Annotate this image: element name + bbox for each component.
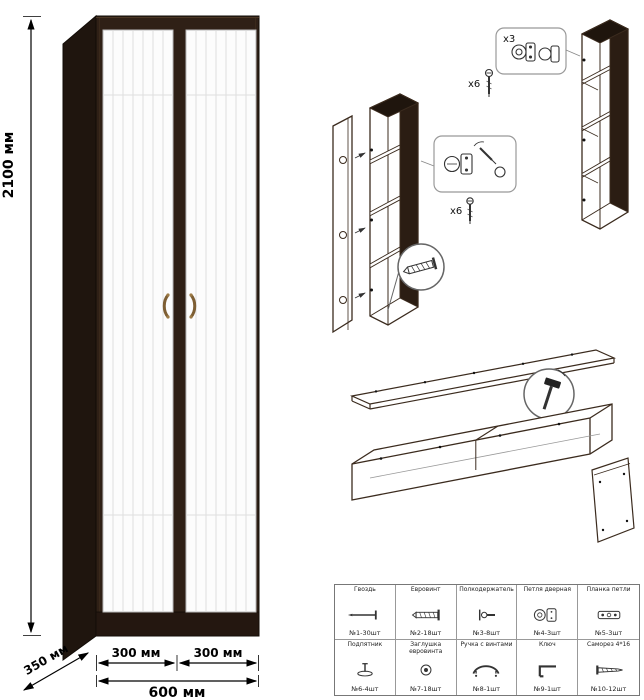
parts-cell-nail: Гвоздь №1-30шт bbox=[335, 585, 396, 640]
wardrobe-side-panel bbox=[62, 14, 97, 661]
part-name: Евровинт bbox=[410, 586, 441, 593]
key-icon bbox=[539, 665, 557, 678]
part-qty: №9-1шт bbox=[533, 685, 561, 693]
diagram-door-exploded bbox=[332, 114, 366, 334]
diagram-hinge-callout bbox=[495, 27, 581, 75]
hinge-icon bbox=[511, 42, 560, 63]
diagram-hinge-mount-callout bbox=[420, 135, 517, 193]
screw-icon bbox=[466, 197, 474, 224]
hinge-icon bbox=[534, 607, 557, 622]
dim-width-right-label: 300 мм bbox=[194, 646, 243, 660]
screw-qty-top-label: x6 bbox=[468, 79, 480, 90]
parts-cell-hinge: Петля дверная №4-3шт bbox=[517, 585, 579, 640]
door-handle-right bbox=[189, 293, 197, 319]
parts-table: Гвоздь №1-30шт Евровинт №2-18шт Полкодер… bbox=[334, 584, 640, 696]
dimension-annotations bbox=[22, 16, 259, 691]
euroscrew-icon bbox=[402, 257, 438, 275]
parts-cell-euroscrew: Евровинт №2-18шт bbox=[395, 585, 457, 640]
handle-icon bbox=[473, 665, 500, 677]
diagram-side-piece bbox=[591, 457, 635, 543]
part-name: Планка петли bbox=[586, 586, 631, 593]
screw-icon bbox=[595, 665, 623, 675]
part-name: Ручка с винтами bbox=[460, 641, 513, 648]
diagram-hammer-magnifier bbox=[523, 368, 575, 420]
nail-icon bbox=[347, 610, 377, 619]
hinge-icon bbox=[443, 141, 506, 178]
part-qty: №8-1шт bbox=[472, 685, 501, 693]
parts-cell-cap: Заглушка евровинта №7-18шт bbox=[396, 640, 457, 695]
part-qty: №3-8шт bbox=[472, 629, 501, 637]
cap-icon bbox=[420, 664, 432, 676]
diagram-confirmat-magnifier bbox=[387, 243, 445, 311]
euroscrew-icon bbox=[411, 609, 440, 620]
wardrobe-right-door bbox=[185, 29, 257, 613]
part-qty: №2-18шт bbox=[410, 629, 442, 637]
part-name: Петля дверная bbox=[523, 586, 572, 593]
part-name: Заглушка евровинта bbox=[409, 641, 443, 655]
part-name: Саморез 4*16 bbox=[587, 641, 631, 648]
part-qty: №4-3шт bbox=[533, 629, 561, 637]
wardrobe-left-door bbox=[102, 29, 174, 613]
diagram-back-panel bbox=[349, 349, 617, 410]
dim-width-total-label: 600 мм bbox=[149, 685, 206, 700]
part-name: Полкодержатель bbox=[459, 586, 514, 593]
hammer-icon bbox=[542, 377, 561, 410]
dim-width-left-label: 300 мм bbox=[112, 646, 161, 660]
foot-glide-icon bbox=[357, 663, 373, 677]
parts-cell-foot: Подпятник №6-4шт bbox=[335, 640, 396, 695]
parts-cell-screw: Саморез 4*16 №10-12шт bbox=[578, 640, 639, 695]
wardrobe-plinth bbox=[95, 611, 260, 637]
hinge-plate-icon bbox=[597, 610, 620, 619]
part-name: Гвоздь bbox=[354, 586, 376, 593]
diagram-base-trough bbox=[351, 403, 613, 501]
parts-cell-handle: Ручка с винтами №8-1шт bbox=[457, 640, 518, 695]
part-name: Ключ bbox=[538, 641, 556, 648]
part-qty: №1-30шт bbox=[349, 629, 381, 637]
wardrobe-illustration bbox=[62, 14, 260, 661]
part-name: Подпятник bbox=[347, 641, 383, 648]
hinge-qty-label: x3 bbox=[503, 34, 515, 45]
door-handle-left bbox=[162, 293, 170, 319]
diagram-carcass-assembled bbox=[580, 19, 630, 230]
screw-qty-mid-label: x6 bbox=[450, 206, 462, 217]
part-qty: №10-12шт bbox=[590, 685, 627, 693]
parts-cell-hinge-plate: Планка петли №5-3шт bbox=[578, 585, 639, 640]
parts-cell-shelf-pin: Полкодержатель №3-8шт bbox=[456, 585, 518, 640]
shelf-pin-icon bbox=[479, 609, 496, 620]
part-qty: №6-4шт bbox=[351, 685, 379, 693]
part-qty: №7-18шт bbox=[410, 685, 442, 693]
screw-icon bbox=[484, 68, 494, 97]
dim-height-label: 2100 мм bbox=[1, 132, 17, 199]
parts-cell-key: Ключ №9-1шт bbox=[517, 640, 579, 695]
part-qty: №5-3шт bbox=[595, 629, 623, 637]
